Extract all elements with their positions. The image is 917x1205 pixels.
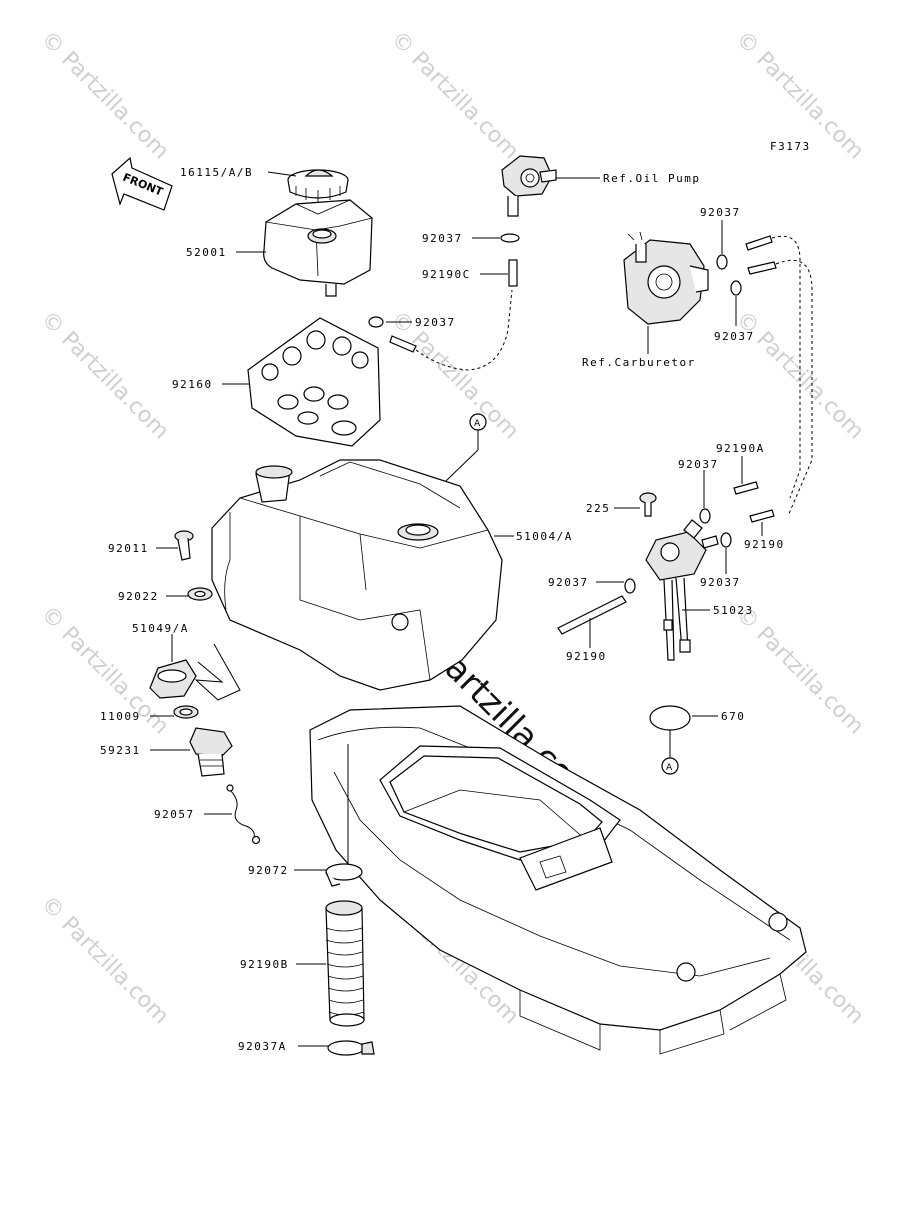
watermark: © Partzilla.com <box>386 27 524 165</box>
oil-hose <box>415 289 513 371</box>
hose-top-2 <box>747 261 777 275</box>
callout-92037-r5: 92037 <box>548 576 589 589</box>
callout-92022: 92022 <box>118 590 159 603</box>
callout-51049: 51049/A <box>132 622 189 635</box>
bellows-hose <box>325 900 365 1027</box>
clamp-r3 <box>699 508 711 524</box>
callout-92037-r4: 92037 <box>700 576 741 589</box>
front-arrow: FRONT <box>111 156 173 211</box>
watermark: © Partzilla.com <box>36 27 174 165</box>
callout-51023: 51023 <box>713 604 754 617</box>
callout-225: 225 <box>586 502 610 515</box>
heat-guard <box>247 317 381 447</box>
callout-92037-r3: 92037 <box>678 458 719 471</box>
callout-92160: 92160 <box>172 378 213 391</box>
ref-carburetor: Ref.Carburetor <box>582 356 696 369</box>
callout-59231: 59231 <box>100 744 141 757</box>
oil-hose-end <box>389 335 417 353</box>
fuel-valve <box>645 519 719 661</box>
callout-92037-oil: 92037 <box>422 232 463 245</box>
filler-cap <box>149 659 197 699</box>
bolt-92011 <box>174 530 194 561</box>
callout-92037-tr1: 92037 <box>700 206 741 219</box>
watermark: © Partzilla.com <box>36 892 174 1030</box>
fuel-tube-92190 <box>557 595 627 635</box>
clamp-tr1 <box>716 254 728 270</box>
callout-92057: 92057 <box>154 808 195 821</box>
callout-92190a: 92190A <box>716 442 765 455</box>
callout-92190b: 92190B <box>240 958 289 971</box>
o-ring-670 <box>649 705 691 731</box>
hose-top-1 <box>745 235 773 251</box>
fuel-tank <box>211 459 503 691</box>
fuel-hose-feed <box>775 259 813 517</box>
callout-11009: 11009 <box>100 710 141 723</box>
hose-92190a <box>733 481 759 495</box>
hose-clamp <box>368 316 384 328</box>
callout-51004: 51004/A <box>516 530 573 543</box>
clamp-92037a <box>327 1040 375 1056</box>
cap-reference-line <box>194 643 241 701</box>
watermark: © Partzilla.com <box>36 307 174 445</box>
svg-text:A: A <box>666 763 673 773</box>
callout-92037-tr2: 92037 <box>714 330 755 343</box>
ref-a-bottom <box>661 757 679 775</box>
hull <box>309 705 807 1055</box>
hose-92190 <box>749 509 775 523</box>
oil-tank-cap <box>287 169 349 202</box>
screw-225 <box>639 492 657 517</box>
callout-92190-r: 92190 <box>744 538 785 551</box>
callout-92011: 92011 <box>108 542 149 555</box>
clamp-r5 <box>624 578 636 594</box>
hose-92190c <box>508 259 518 287</box>
callout-92190-b: 92190 <box>566 650 607 663</box>
strap-92057 <box>226 784 261 845</box>
oil-tank <box>263 199 373 297</box>
callout-52001: 52001 <box>186 246 227 259</box>
callout-670: 670 <box>721 710 745 723</box>
clamp-tr2 <box>730 280 742 296</box>
oil-hose-clamp <box>500 233 520 243</box>
callout-92072: 92072 <box>248 864 289 877</box>
callout-92037a: 92037A <box>238 1040 287 1053</box>
figure-code: F3173 <box>770 140 811 153</box>
callout-92037-mid: 92037 <box>415 316 456 329</box>
ref-oil-pump: Ref.Oil Pump <box>603 172 700 185</box>
watermark: © Partzilla.com <box>731 307 869 445</box>
callout-16115: 16115/A/B <box>180 166 253 179</box>
filler-neck <box>189 727 233 777</box>
clamp-r4 <box>720 532 732 548</box>
oil-pump <box>501 155 557 217</box>
callout-92190c: 92190C <box>422 268 471 281</box>
svg-text:A: A <box>474 419 481 429</box>
carburetor <box>623 231 709 325</box>
watermark: © Partzilla.com <box>731 602 869 740</box>
fuel-hose-return <box>771 235 801 499</box>
